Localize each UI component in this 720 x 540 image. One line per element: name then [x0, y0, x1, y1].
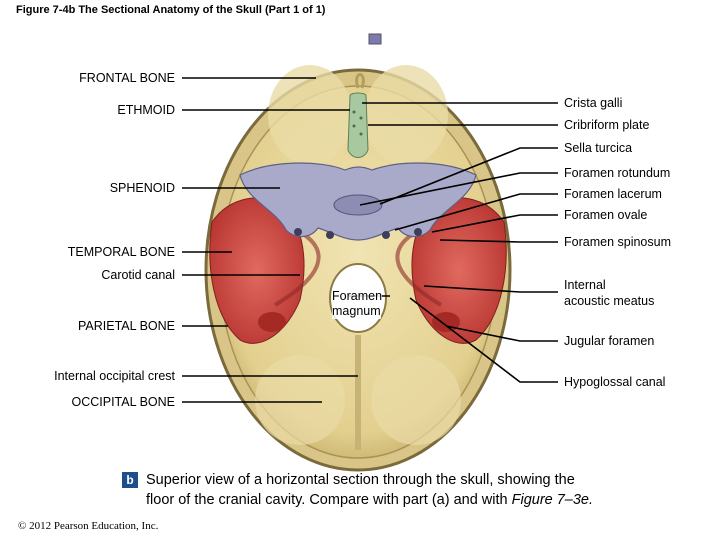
label-parietal-bone: PARIETAL BONE — [77, 319, 175, 333]
copyright-notice: © 2012 Pearson Education, Inc. — [18, 520, 159, 532]
frontal-fossa-right — [364, 65, 448, 165]
label-occipital-bone: OCCIPITAL BONE — [71, 395, 176, 409]
frontal-fossa-left — [268, 65, 352, 165]
label-frontal-bone: FRONTAL BONE — [79, 71, 175, 85]
label-jugular-foramen: Jugular foramen — [564, 334, 655, 348]
leader-hypoglossal-canal — [409, 297, 558, 383]
label-sphenoid: SPHENOID — [109, 181, 175, 195]
leader-lines — [182, 77, 558, 403]
leader-foramen-spinosum — [439, 239, 558, 243]
caption-line-1: Superior view of a horizontal section th… — [146, 472, 575, 488]
leader-internal-acoustic-meatus — [423, 285, 558, 293]
label-temporal-bone: TEMPORAL BONE — [67, 245, 175, 259]
caption-badge: b — [122, 472, 138, 488]
label-sella-turcica: Sella turcica — [564, 141, 633, 155]
label-ethmoid: ETHMOID — [117, 103, 175, 117]
label-foramen-ovale: Foramen ovale — [564, 208, 648, 222]
occipital-fossa-left — [255, 355, 345, 445]
ethmoid-bone — [347, 92, 369, 158]
label-carotid-canal: Carotid canal — [101, 268, 175, 282]
label-foramen-lacerum: Foramen lacerum — [564, 187, 662, 201]
frontal-midline-crest — [355, 73, 365, 89]
figure-caption: b Superior view of a horizontal section … — [122, 470, 706, 510]
label-internal-acoustic-meatus-line2: acoustic meatus — [564, 294, 655, 308]
label-foramen-magnum-line1: Foramen — [332, 289, 383, 304]
occipital-fossa-right — [371, 355, 461, 445]
jugular-foramen-right — [432, 312, 460, 332]
leader-sella-turcica — [379, 147, 558, 205]
label-foramen-magnum-line2: magnum — [332, 304, 381, 319]
label-foramen-rotundum: Foramen rotundum — [564, 166, 671, 180]
leader-foramen-rotundum — [359, 172, 558, 206]
leader-foramen-ovale — [431, 214, 558, 233]
petrous-ridge-left — [273, 230, 321, 307]
caption-line-2: floor of the cranial cavity. Compare wit… — [146, 490, 706, 510]
label-foramen-spinosum: Foramen spinosum — [564, 235, 671, 249]
label-internal-occipital-crest: Internal occipital crest — [54, 369, 175, 383]
label-crista-galli: Crista galli — [564, 96, 623, 110]
label-internal-acoustic-meatus-line1: Internal — [564, 278, 606, 292]
label-hypoglossal-canal: Hypoglossal canal — [564, 375, 666, 389]
top-blue-tab — [368, 33, 382, 45]
leader-jugular-foramen — [445, 325, 558, 342]
petrous-ridge-right — [395, 230, 443, 307]
caption-line-2-text: floor of the cranial cavity. Compare wit… — [146, 492, 512, 508]
label-cribriform-plate: Cribriform plate — [564, 118, 650, 132]
jugular-foramen-left — [258, 312, 286, 332]
figure-title: Figure 7-4b The Sectional Anatomy of the… — [16, 4, 326, 16]
leader-foramen-lacerum — [394, 193, 558, 231]
sella-turcica — [333, 194, 383, 216]
caption-figure-reference: Figure 7–3e. — [511, 492, 594, 508]
